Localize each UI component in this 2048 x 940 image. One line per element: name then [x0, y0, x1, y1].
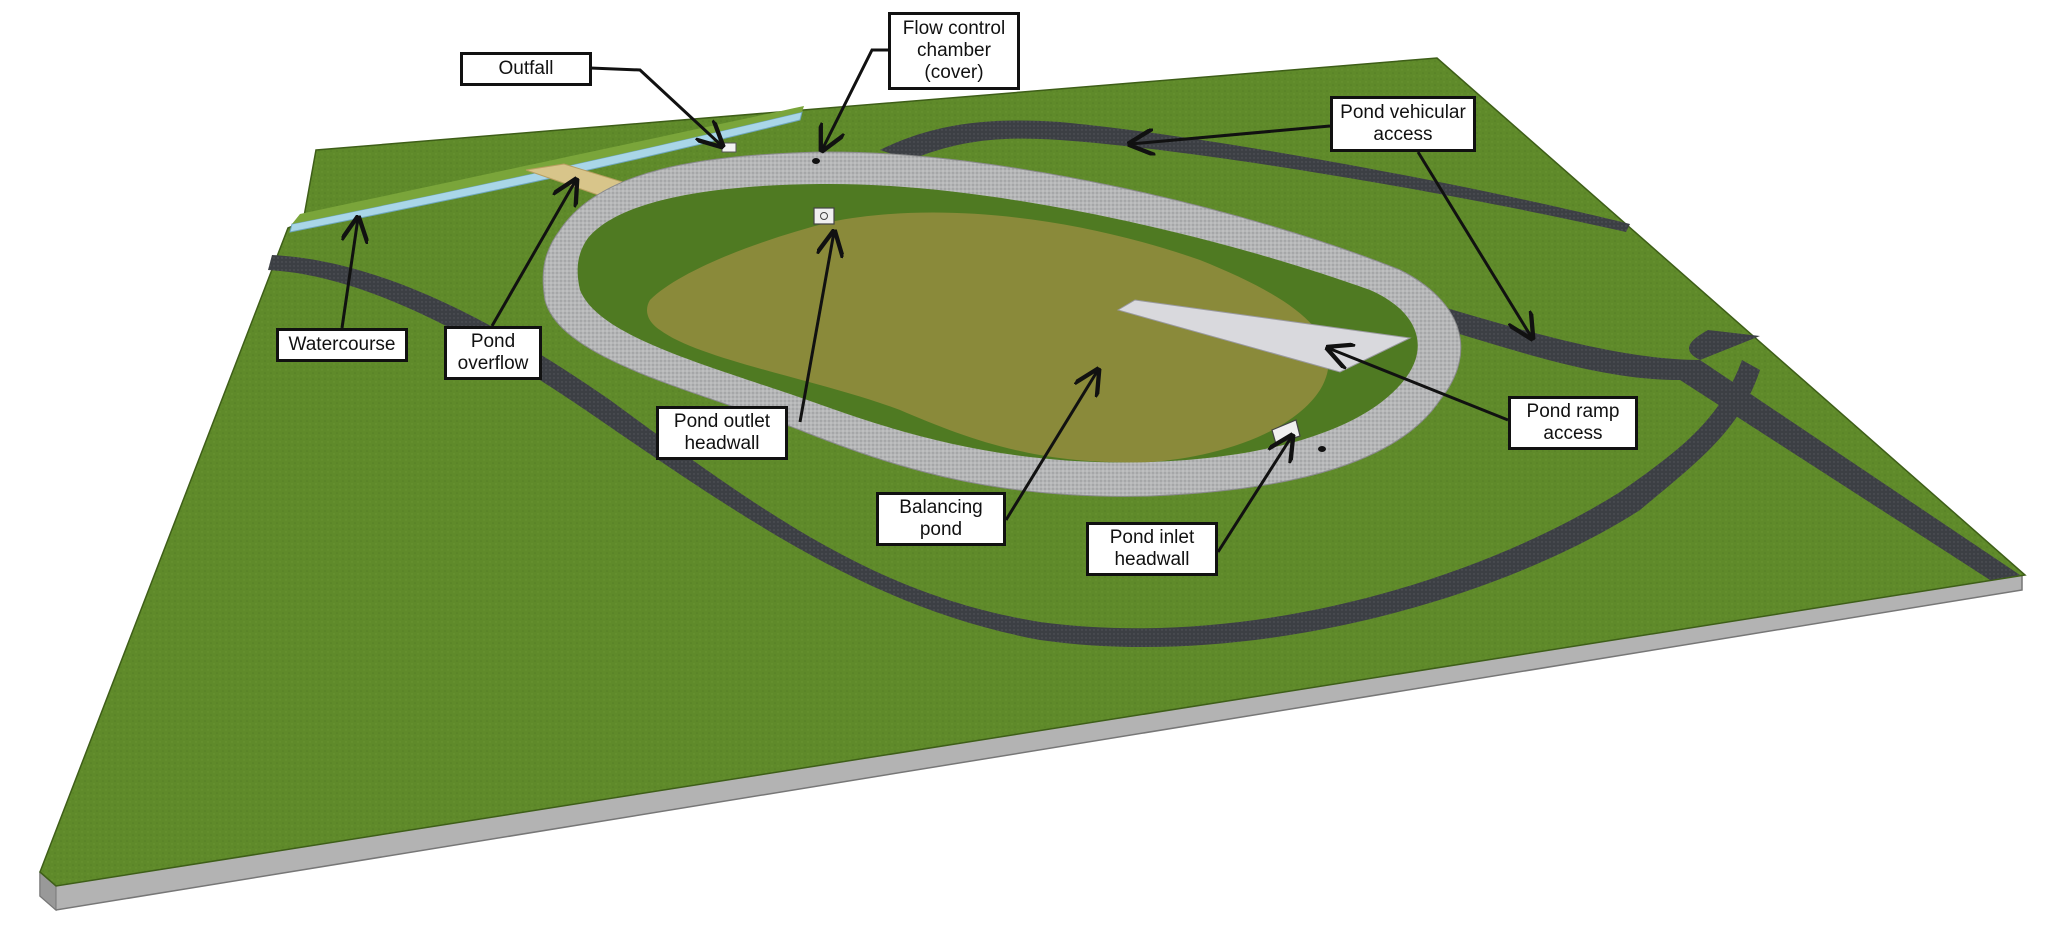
watercourse-leader	[340, 218, 358, 329]
balancing-pond-bed	[647, 212, 1329, 463]
label-outfall: Outfall	[460, 52, 592, 86]
vehicular-access-road	[880, 120, 1630, 232]
label-pond-ramp-access: Pond ramp access	[1508, 396, 1638, 450]
ramp-access-leader	[1328, 348, 1509, 422]
outlet-headwall-leader	[798, 232, 834, 423]
flow-control-chamber-cover-icon	[812, 158, 820, 164]
perimeter-road	[268, 255, 1760, 648]
vehicular-access-leader-1	[1130, 124, 1331, 144]
label-pond-inlet-headwall: Pond inlet headwall	[1086, 522, 1218, 576]
label-balancing-pond: Balancing pond	[876, 492, 1006, 546]
outfall-structure	[721, 142, 737, 153]
label-flow-control-chamber: Flow control chamber (cover)	[888, 12, 1020, 90]
pond-overflow-leader	[490, 180, 576, 327]
outfall-leader	[589, 66, 722, 146]
label-pond-overflow: Pond overflow	[444, 326, 542, 380]
label-pond-outlet-headwall: Pond outlet headwall	[656, 406, 788, 460]
inlet-headwall-leader	[1216, 436, 1292, 553]
vehicular-access-leader-2	[1416, 151, 1532, 338]
inlet-manhole-cover-icon	[1318, 446, 1326, 452]
outlet-headwall-structure	[813, 207, 835, 225]
access-road-link	[1420, 300, 2020, 580]
watercourse-bank	[292, 106, 804, 224]
balancing-pond-leader	[1004, 370, 1098, 521]
access-road-spur	[1688, 330, 1760, 360]
flow-control-leader	[822, 48, 888, 150]
label-watercourse: Watercourse	[276, 328, 408, 362]
label-pond-vehicular-access: Pond vehicular access	[1330, 96, 1476, 152]
